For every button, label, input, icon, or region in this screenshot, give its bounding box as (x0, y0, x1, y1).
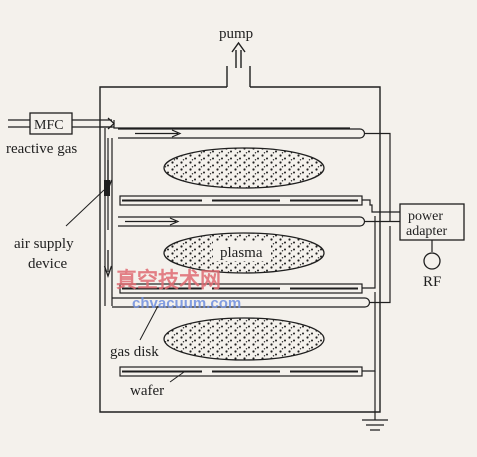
wire-low (370, 226, 391, 304)
wire-top (365, 132, 391, 222)
power-adapter-box (399, 203, 465, 241)
watermark-chinese: 真空技术网 (116, 268, 221, 292)
device-label: device (28, 256, 67, 272)
wire-plate-3 (362, 292, 376, 372)
arrow-mid-pipe (125, 217, 180, 226)
adapter-label: adapter (406, 224, 448, 239)
air-supply-label: air supply (14, 236, 74, 252)
ground-symbol (362, 419, 388, 431)
wafer-label: wafer (130, 383, 164, 399)
pump-arrow (231, 41, 246, 68)
plasma-cloud-bottom (163, 317, 325, 361)
watermark-url: chvacuum.com (132, 295, 241, 312)
pump-duct (226, 66, 251, 87)
gas-disk-leader (139, 305, 159, 341)
air-supply-leader (65, 189, 105, 227)
wire-plate-1 (362, 199, 400, 213)
rf-source-circle (423, 252, 441, 270)
arrow-top-pipe (135, 129, 182, 138)
feed-line-top (100, 120, 350, 129)
gas-pipe-low (112, 297, 371, 308)
gas-pipe-top (118, 128, 366, 139)
gas-disk-label: gas disk (110, 344, 159, 360)
plasma-label: plasma (220, 245, 263, 261)
reactive-gas-label: reactive gas (6, 141, 77, 157)
down-arrow-1 (103, 160, 113, 192)
mfc-box (29, 112, 73, 135)
gas-pipe-mid (118, 216, 366, 227)
pump-label: pump (219, 26, 253, 42)
wire-plate-2 (362, 216, 376, 289)
wafer-leader (169, 371, 185, 383)
rf-label: RF (423, 274, 441, 290)
chamber-wall (99, 86, 381, 413)
plasma-cloud-top (163, 147, 325, 189)
power-label: power (408, 209, 443, 224)
down-arrow-2 (103, 250, 113, 278)
inlet-arrow-left (8, 119, 30, 128)
plasma-label-bg (213, 241, 271, 261)
mfc-label: MFC (34, 118, 64, 133)
